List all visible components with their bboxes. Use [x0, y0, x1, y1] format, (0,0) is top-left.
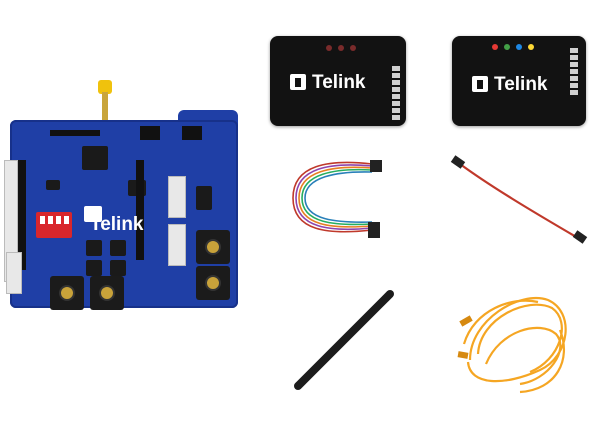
burner-box-1: Telink — [270, 36, 406, 126]
dev-board: Telink — [4, 80, 242, 310]
board-brand-text: Telink — [90, 214, 144, 235]
jumper-wire — [450, 155, 588, 244]
usb-plug — [457, 351, 469, 359]
sma-antenna-connector — [98, 80, 112, 120]
box1-brand-text: Telink — [312, 72, 366, 93]
usb-cable — [462, 297, 567, 394]
telink-logo-icon — [84, 206, 102, 222]
ribbon-connector-bottom — [368, 222, 380, 238]
burner-box-2: Telink — [452, 36, 586, 126]
dip-switch — [36, 212, 72, 238]
rainbow-ribbon-cable — [292, 161, 373, 233]
telink-logo-icon — [290, 74, 306, 90]
pcb: Telink — [4, 120, 238, 310]
telink-logo-icon — [472, 76, 488, 92]
box2-brand-text: Telink — [494, 74, 548, 95]
usb-plug — [459, 315, 473, 327]
antenna-stick — [294, 290, 394, 390]
ribbon-connector-top — [370, 160, 382, 172]
